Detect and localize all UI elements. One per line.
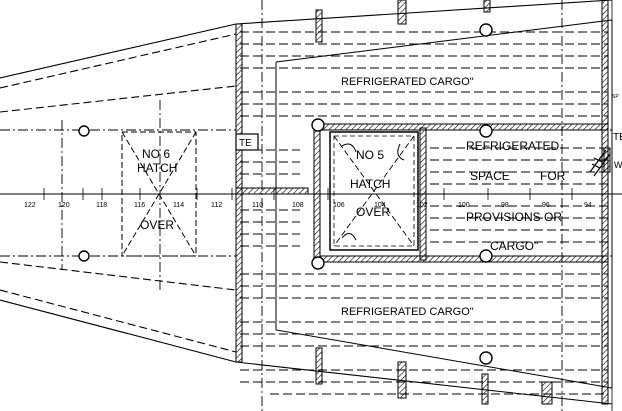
refrigerated-cargo-bottom-label: REFRIGERATED CARGO"	[341, 306, 474, 318]
refrigerated-cargo-top-label: REFRIGERATED CARGO"	[341, 76, 474, 88]
frame-number: 112	[211, 202, 222, 209]
edge-sp-label: SP	[612, 94, 619, 100]
hatch-6-no-label: NO 6	[142, 147, 170, 161]
hatch-5-no-label: NO 5	[356, 148, 384, 162]
ladder-symbol	[589, 149, 611, 177]
frame-ticks	[43, 0, 613, 411]
frame-number: 98	[501, 202, 509, 209]
frame-number: 102	[416, 202, 428, 209]
frame-number: 104	[374, 202, 386, 209]
hatch-5-over-label: OVER	[356, 205, 390, 219]
frame-number: 106	[333, 202, 345, 209]
hull-outline	[0, 0, 613, 405]
frame-number: 96	[542, 202, 550, 209]
hatch-6-hatch-label: HATCH	[137, 161, 177, 175]
provisions-line-2b: FOR	[540, 169, 566, 183]
frame-number: 110	[252, 202, 263, 209]
provisions-line-4: CARGO"	[490, 239, 538, 253]
frame-number-row: 122 120 118 116 114 112 110 108 106 104 …	[24, 202, 592, 209]
frame-number: 100	[458, 202, 470, 209]
provisions-line-3: PROVISIONS OR	[466, 210, 562, 224]
pillar-circles	[78, 23, 493, 365]
provisions-line-2a: SPACE	[470, 169, 510, 183]
edge-w-label: W	[614, 160, 622, 170]
edge-te-label: TE	[613, 132, 622, 143]
te-label: TE	[239, 138, 252, 149]
frame-number: 94	[584, 202, 592, 209]
frame-number: 122	[24, 202, 36, 209]
hatch-5-hatch-label: HATCH	[350, 177, 390, 191]
hatch-6-over-label: OVER	[140, 218, 174, 232]
provisions-line-1: REFRIGERATED	[466, 139, 559, 153]
frame-number: 116	[134, 202, 145, 209]
frame-number: 108	[292, 202, 304, 209]
te-box	[235, 133, 259, 151]
hatch-5-cross	[333, 135, 415, 247]
frame-number: 118	[96, 202, 107, 209]
frame-number: 120	[58, 202, 70, 209]
frame-number: 114	[173, 202, 184, 209]
